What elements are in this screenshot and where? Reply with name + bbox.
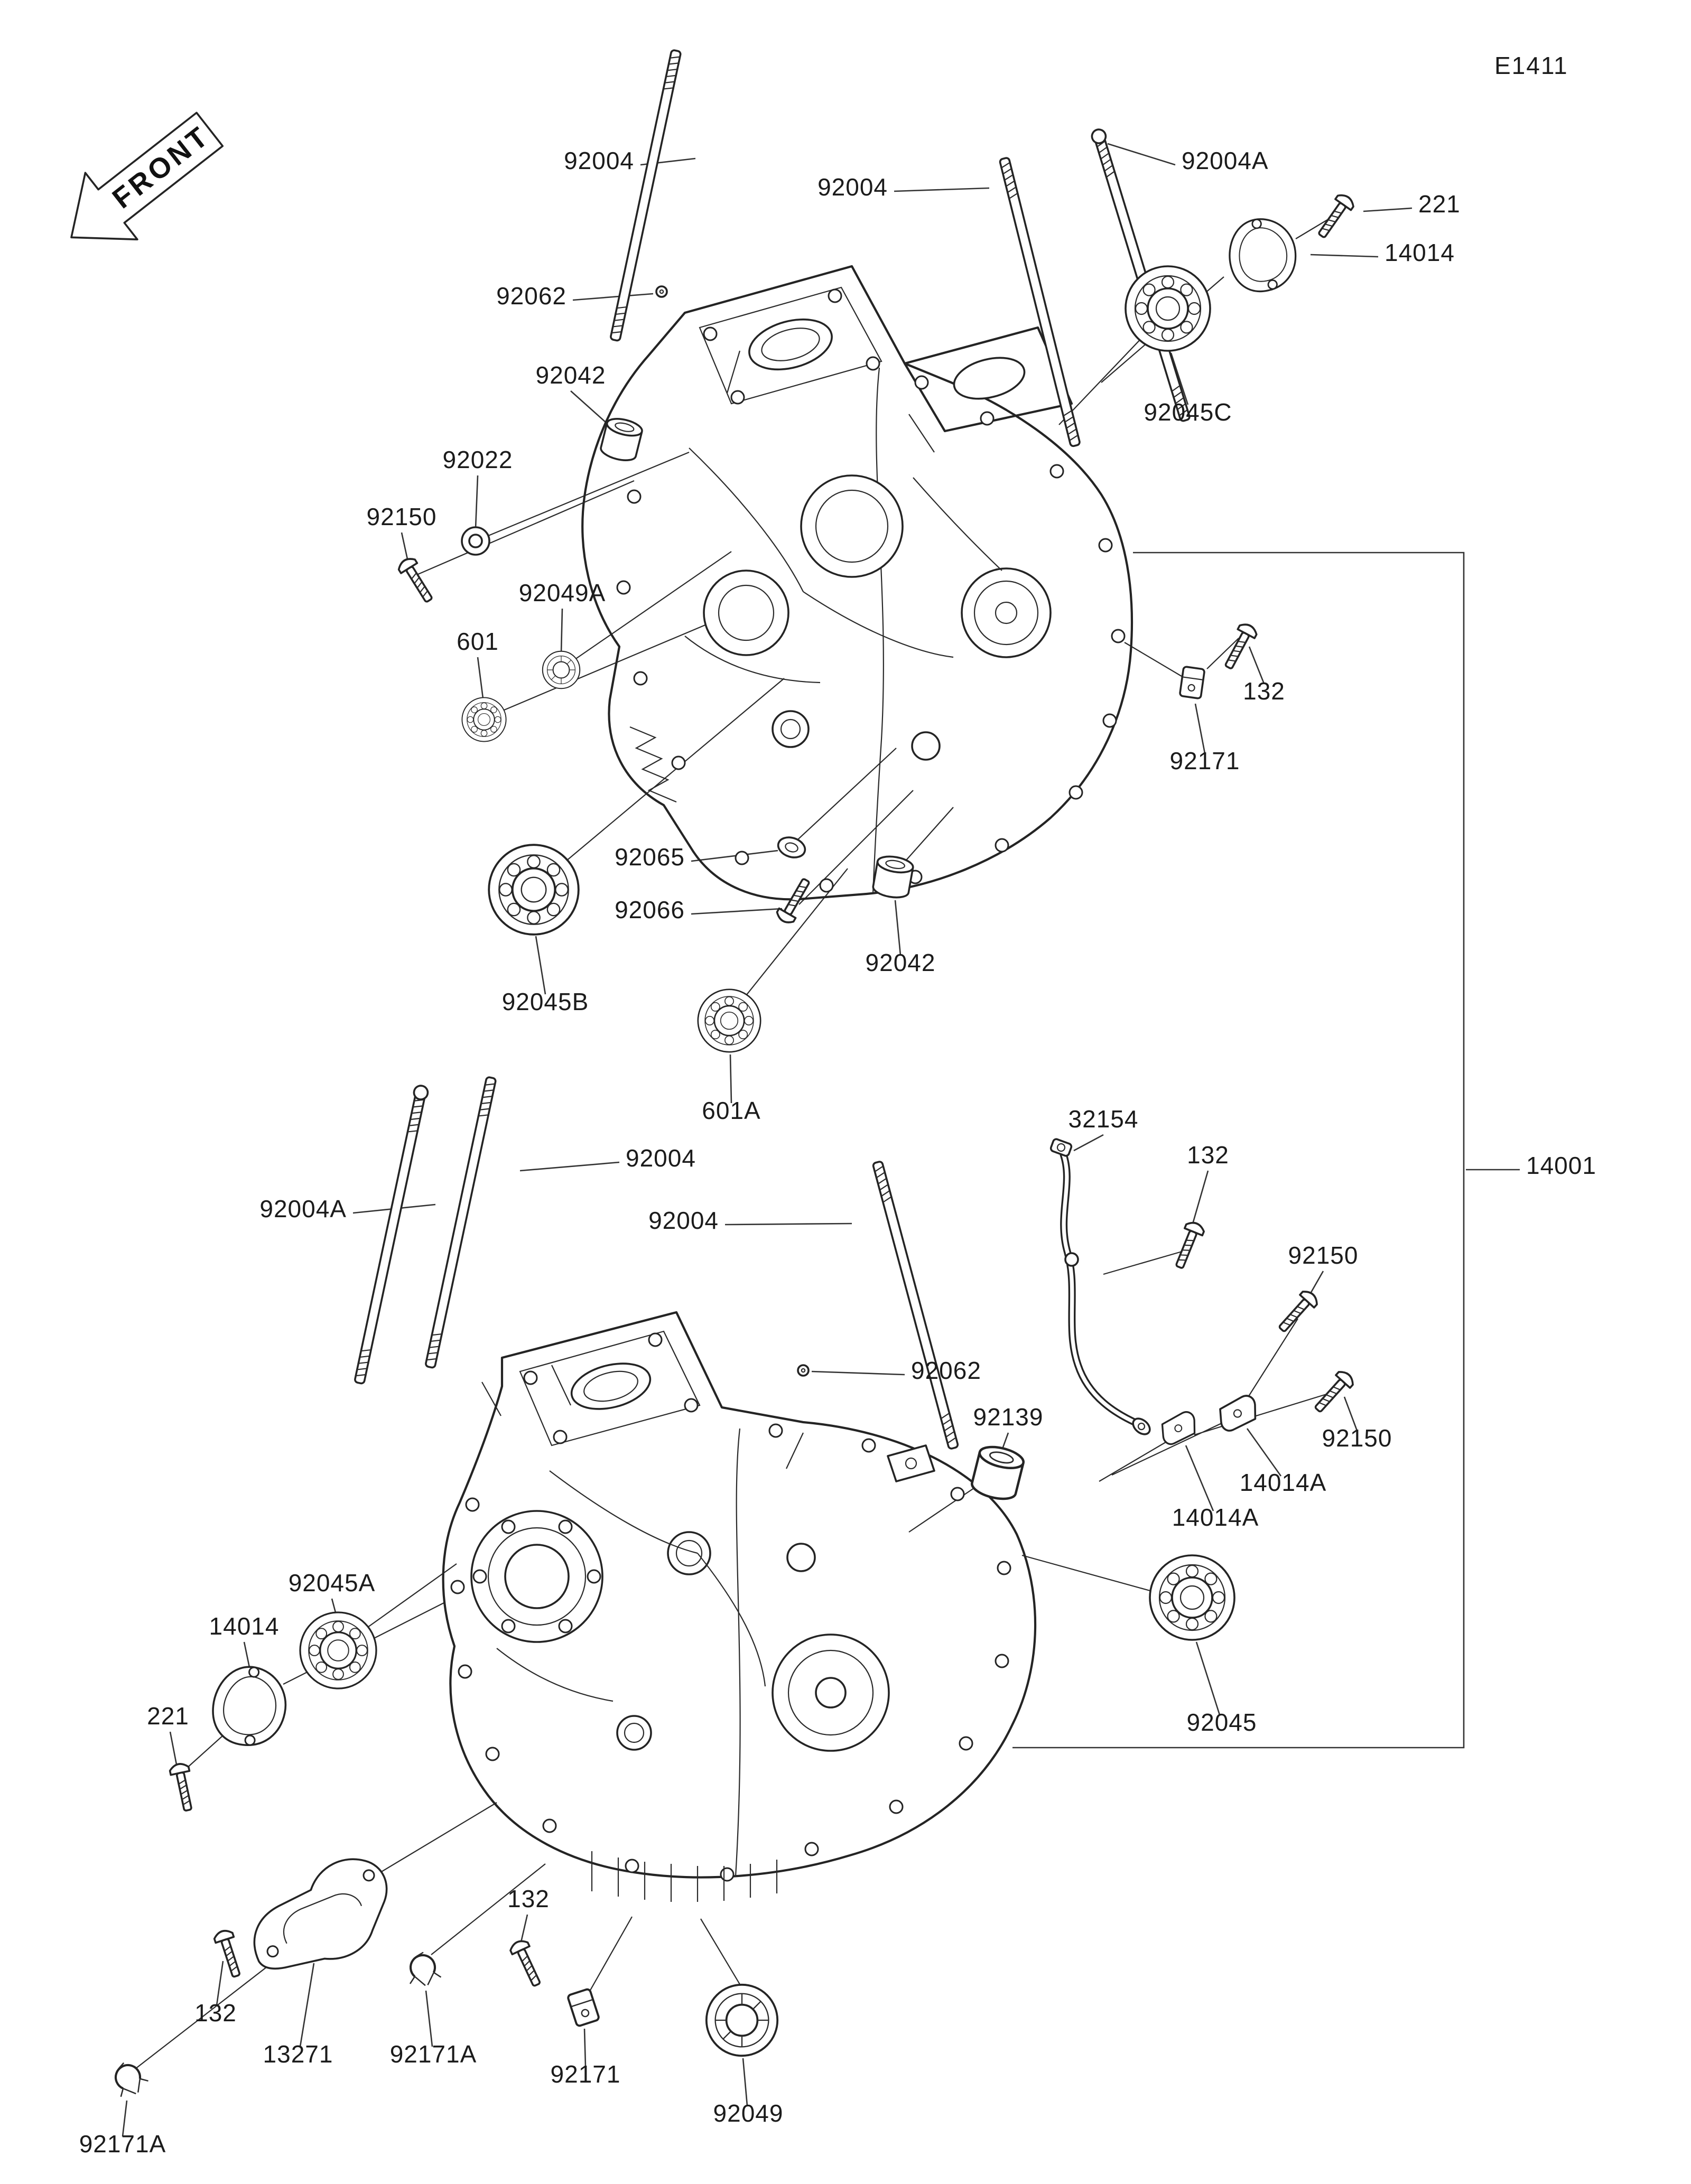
washer-92022 [461, 526, 490, 556]
front-arrow: FRONT [70, 111, 224, 241]
bearing-92045b [488, 844, 580, 936]
screw-132-right [1219, 620, 1260, 673]
callout-92171a: 92171A [390, 2040, 477, 2068]
callout-92049a: 92049A [519, 579, 606, 606]
gasket-14014-top [1221, 212, 1304, 298]
screw-132-bottom-1 [507, 1937, 547, 1990]
bushing-92139 [970, 1443, 1025, 1503]
callout-13271: 13271 [263, 2040, 333, 2068]
bracket-13271 [253, 1858, 388, 1970]
pipe-32154 [1049, 1138, 1151, 1435]
stud-92004-2 [998, 156, 1082, 448]
callout-132: 132 [1187, 1141, 1229, 1169]
screw-92150-left [395, 554, 439, 606]
screw-92150-right-1 [1273, 1287, 1321, 1337]
callout-221: 221 [147, 1702, 189, 1730]
washer-92065 [777, 836, 806, 858]
screw-221-bottom [168, 1761, 199, 1813]
callout-92004: 92004 [626, 1144, 696, 1172]
callout-14014: 14014 [209, 1612, 280, 1640]
gasket-14014-bottom [208, 1662, 291, 1750]
parts [107, 49, 1358, 2101]
callout-92065: 92065 [615, 843, 685, 871]
front-label: FRONT [107, 119, 216, 214]
seal-92049 [705, 1983, 779, 2057]
lower-crankcase-drawing [442, 1311, 1037, 1902]
callout-92171: 92171 [1170, 747, 1240, 774]
stud-92004-4 [871, 1160, 960, 1451]
callout-92042: 92042 [536, 361, 606, 389]
callout-92150: 92150 [367, 503, 437, 530]
callout-92045a: 92045A [289, 1569, 376, 1597]
callout-92139: 92139 [973, 1403, 1044, 1431]
bearing-601 [461, 697, 507, 742]
callout-92004a: 92004A [1182, 147, 1269, 174]
callout-92171a: 92171A [79, 2130, 166, 2158]
callout-14014a: 14014A [1172, 1504, 1259, 1531]
callout-92004: 92004 [648, 1207, 719, 1234]
callout-132: 132 [1243, 677, 1285, 705]
bushing-92042-mid [871, 853, 915, 901]
callout-32154: 32154 [1069, 1105, 1139, 1133]
stud-92004a-2 [352, 1085, 429, 1385]
bearing-601a [697, 988, 761, 1053]
callout-92042: 92042 [866, 949, 936, 976]
leader-lines [122, 143, 1520, 2137]
callout-92004: 92004 [817, 173, 888, 201]
callout-601: 601 [457, 628, 499, 655]
callout-92004a: 92004A [259, 1195, 347, 1222]
clamp-92171a-2 [107, 2057, 151, 2101]
callout-14014: 14014 [1385, 239, 1455, 266]
callout-221: 221 [1418, 190, 1461, 218]
bearing-92045a [299, 1611, 377, 1690]
bearing-92045 [1149, 1554, 1235, 1641]
callout-92045b: 92045B [502, 988, 589, 1015]
callout-92062: 92062 [496, 282, 566, 310]
seal-92049a [542, 650, 581, 689]
stud-92004-3 [424, 1076, 497, 1369]
callout-14014a: 14014A [1240, 1469, 1327, 1496]
bolt-92066 [774, 874, 816, 927]
callout-132: 132 [507, 1885, 550, 1912]
page-code: E1411 [1494, 52, 1568, 79]
callout-132: 132 [194, 1999, 237, 2027]
callout-92049: 92049 [713, 2099, 784, 2127]
cap-14014a-1 [1215, 1393, 1261, 1434]
clamp-92171a-1 [404, 1950, 442, 1989]
callout-labels: 92004 92004 92004A 221 14014 92062 92042… [79, 147, 1596, 2158]
callout-92150: 92150 [1322, 1424, 1392, 1452]
upper-crankcase-drawing [581, 265, 1133, 901]
callout-92062: 92062 [911, 1357, 981, 1384]
bracket-line-14001 [1012, 552, 1465, 1749]
callout-601a: 601A [702, 1097, 760, 1124]
stud-92004-1 [609, 49, 682, 342]
callout-92171: 92171 [551, 2060, 621, 2088]
callout-92150: 92150 [1288, 1242, 1359, 1269]
callout-92066: 92066 [615, 896, 685, 923]
bearing-92045c [1125, 265, 1211, 352]
bracket-92171 [1178, 665, 1206, 700]
bracket-92171-bottom [566, 1987, 601, 2028]
screw-132-mid [1169, 1219, 1207, 1272]
screw-132-bottom-2 [212, 1927, 247, 1980]
cap-14014a-2 [1158, 1410, 1200, 1447]
callout-14001: 14001 [1526, 1152, 1596, 1179]
callout-92022: 92022 [443, 446, 513, 473]
callout-92045: 92045 [1187, 1709, 1257, 1736]
plug-92062-top [655, 285, 668, 298]
construction-lines [135, 219, 1332, 2069]
callout-92045c: 92045C [1144, 398, 1232, 426]
plug-92062-bottom [797, 1364, 810, 1377]
callout-92004: 92004 [564, 147, 634, 174]
screw-221-top [1312, 191, 1358, 242]
